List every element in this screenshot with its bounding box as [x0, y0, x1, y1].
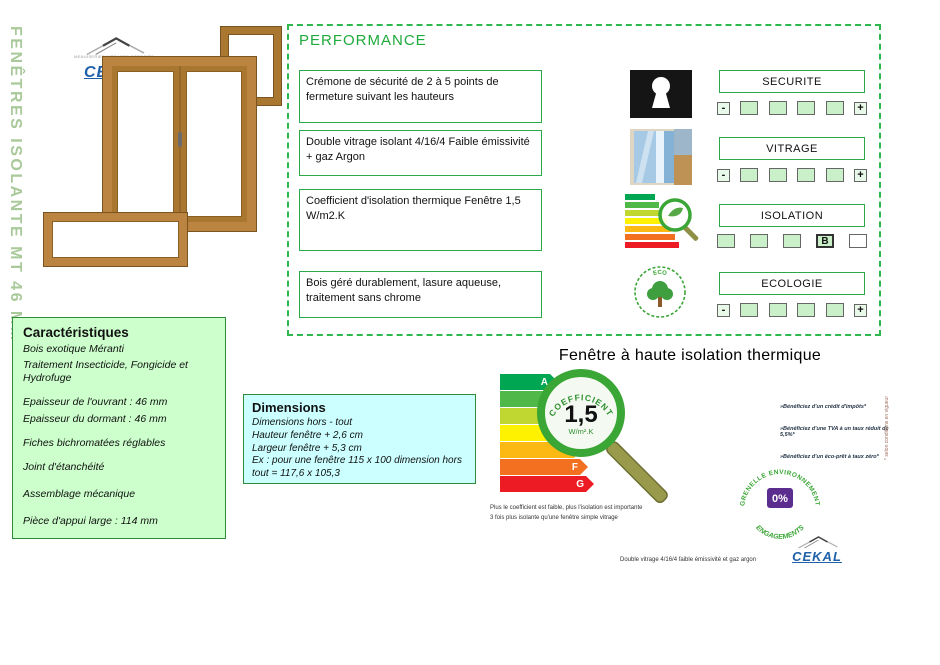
dimensions-title: Dimensions	[252, 400, 326, 415]
footer-glazing-text: Double vitrage 4/16/4 faible émissivité …	[620, 557, 757, 563]
scale-minus: -	[717, 101, 730, 115]
scale-minus: -	[717, 303, 730, 317]
scale-box	[825, 101, 844, 115]
scale-plus: +	[853, 303, 867, 317]
benefits-list: »Bénéficiez d'un crédit d'impôts* »Bénéf…	[780, 404, 898, 476]
characteristics-item: Traitement Insecticide, Fongicide et Hyd…	[23, 359, 188, 385]
characteristics-item: Pièce d'appui large : 114 mm	[23, 515, 158, 527]
characteristics-item: Epaisseur du dormant : 46 mm	[23, 412, 167, 425]
scale-box	[797, 303, 816, 317]
feature-box-insulation: Coefficient d'isolation thermique Fenêtr…	[299, 189, 542, 251]
energy-bar: A	[500, 374, 558, 390]
characteristics-box: Caractéristiques Bois exotique Méranti T…	[12, 317, 226, 539]
dimensions-box: Dimensions Dimensions hors - tout Hauteu…	[243, 394, 476, 484]
note-line-1: Plus le coefficient est faible, plus l'i…	[490, 505, 643, 511]
insulation-energy-label-icon	[625, 194, 699, 248]
characteristics-item: Bois exotique Méranti	[23, 343, 124, 355]
energy-bar: G	[500, 476, 594, 492]
window-handle	[177, 131, 182, 147]
coefficient-value: 1,5	[564, 401, 597, 428]
eco-stamp-label: ECO	[653, 270, 668, 277]
vertical-product-title: FENÊTRES ISOLANTE MT 46 MM	[7, 26, 24, 343]
rating-scale-ecologie: - +	[717, 303, 867, 317]
scale-box-grade-b: B	[816, 234, 834, 248]
benefit-item: »Bénéficiez d'une TVA à un taux réduit d…	[780, 426, 889, 438]
dimensions-line: Hauteur fenêtre + 2,6 cm	[252, 429, 363, 441]
cekal-wordmark: CEKAL	[792, 549, 842, 564]
main-window-illustration	[103, 57, 256, 231]
rating-label-ecologie: ECOLOGIE	[719, 272, 865, 295]
energy-grade-letter: F	[571, 461, 578, 473]
scale-plus: +	[853, 101, 867, 115]
scale-box	[783, 234, 801, 248]
characteristics-item: Fiches bichromatées réglables	[23, 436, 166, 449]
scale-box	[740, 101, 759, 115]
note-line-2: 3 fois plus isolante qu'une fenêtre simp…	[490, 514, 618, 521]
scale-box	[825, 303, 844, 317]
characteristics-item: Epaisseur de l'ouvrant : 46 mm	[23, 396, 168, 409]
window-sash-right	[180, 66, 247, 222]
cekal-roof-icon	[798, 536, 838, 549]
feature-box-glazing: Double vitrage isolant 4/16/4 Faible émi…	[299, 130, 542, 176]
scale-plus: +	[853, 168, 867, 182]
security-keyhole-icon	[630, 70, 692, 118]
rating-label-vitrage: VITRAGE	[719, 137, 865, 160]
scale-box	[740, 303, 759, 317]
characteristics-item: Joint d'étanchéité	[23, 460, 105, 473]
feature-box-wood: Bois géré durablement, lasure aqueuse, t…	[299, 271, 542, 318]
benefit-item: »Bénéficiez d'un éco-prêt à taux zéro*	[780, 454, 879, 460]
scale-box	[768, 168, 787, 182]
scale-box	[797, 101, 816, 115]
scale-box	[768, 303, 787, 317]
glazing-section-photo	[630, 129, 692, 185]
dimensions-line: Ex : pour une fenêtre 115 x 100 dimensio…	[252, 455, 462, 480]
coefficient-magnifier: COEFFICIENT 1,5 W/m².K	[537, 369, 668, 504]
transom-window-illustration	[44, 213, 187, 266]
performance-panel: PERFORMANCE Crémone de sécurité de 2 à 5…	[287, 24, 881, 336]
scale-box	[849, 234, 867, 248]
grenelle-badge: 0%	[772, 493, 788, 505]
rating-label-isolation: ISOLATION	[719, 204, 865, 227]
scale-box	[740, 168, 759, 182]
dimensions-line: Largeur fenêtre + 5,3 cm	[252, 442, 362, 454]
characteristics-title: Caractéristiques	[23, 325, 129, 340]
rating-scale-isolation: B	[717, 234, 867, 248]
ecology-stamp-icon: ECO	[634, 266, 686, 318]
scale-box	[825, 168, 844, 182]
coefficient-note: Plus le coefficient est faible, plus l'i…	[490, 504, 642, 523]
scale-minus: -	[717, 168, 730, 182]
window-sash-left	[112, 66, 179, 222]
scale-box	[768, 101, 787, 115]
grenelle-environnement-logo: GRENELLE ENVIRONNEMENT 0% ENGAGEMENTS	[739, 469, 820, 541]
main-title: Fenêtre à haute isolation thermique	[558, 347, 822, 364]
benefit-item: »Bénéficiez d'un crédit d'impôts*	[780, 404, 867, 410]
vertical-footnote: * selon conditions en vigueur	[884, 396, 890, 460]
scale-box	[750, 234, 768, 248]
scale-box	[717, 234, 735, 248]
cekal-logo-bottom: CEKAL	[784, 534, 850, 564]
performance-title: PERFORMANCE	[299, 32, 427, 49]
cekal-roof-icon	[86, 37, 145, 56]
svg-text:ECO: ECO	[653, 270, 668, 277]
characteristics-item: Assemblage mécanique	[23, 487, 136, 500]
energy-bar: F	[500, 459, 588, 475]
dimensions-line: Dimensions hors - tout	[252, 417, 353, 428]
coefficient-unit: W/m².K	[569, 427, 594, 436]
feature-box-security: Crémone de sécurité de 2 à 5 points de f…	[299, 70, 542, 123]
rating-scale-vitrage: - +	[717, 168, 867, 182]
rating-scale-securite: - +	[717, 101, 867, 115]
scale-box	[797, 168, 816, 182]
energy-grade-letter: G	[576, 478, 584, 490]
energy-grade-letter: A	[540, 376, 548, 388]
rating-label-securite: SECURITE	[719, 70, 865, 93]
